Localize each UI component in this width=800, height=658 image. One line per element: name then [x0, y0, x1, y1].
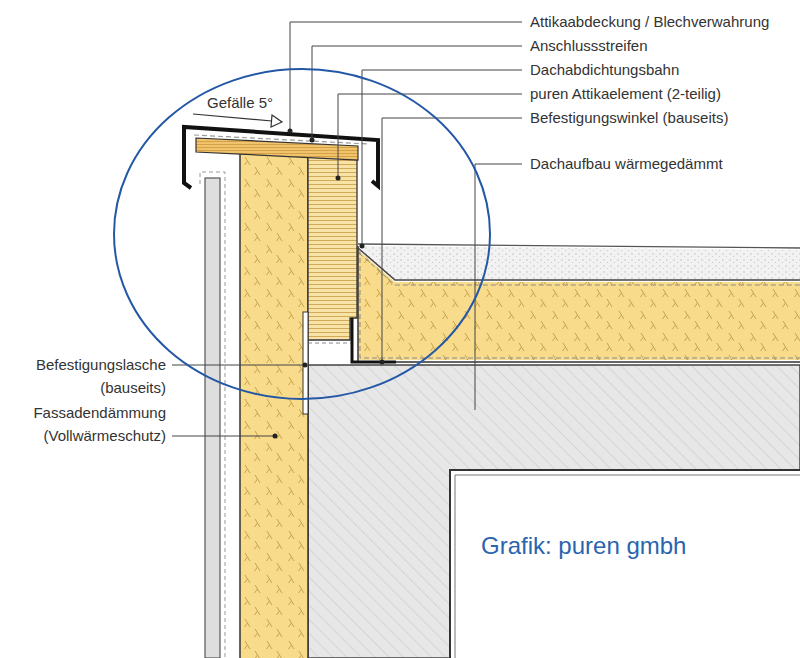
leader-line: [475, 164, 522, 410]
vapour-barrier-dashed: [360, 250, 800, 358]
slope-arrow: [193, 114, 272, 121]
fastening-angle: [352, 318, 396, 362]
slope-arrowhead: [271, 115, 282, 127]
concrete-slab: [308, 365, 800, 658]
attic-element: [308, 156, 357, 340]
leader-dot: [273, 434, 278, 439]
part-label: Dachaufbau wärmegedämmt: [530, 152, 795, 175]
leader-line: [382, 118, 522, 362]
insulation-outline: [240, 152, 308, 658]
part-label: Fassadendämmung (Vollwärmeschutz): [20, 401, 166, 447]
credit-text: Grafik: puren gmbh: [481, 531, 781, 561]
cladding-membrane: [200, 172, 225, 658]
leader-dot: [336, 176, 341, 181]
part-label: Anschlussstreifen: [530, 34, 795, 57]
roof-gravel: [358, 246, 800, 280]
membrane-dashed: [308, 343, 352, 344]
facade-cladding: [205, 178, 220, 658]
leader-line: [172, 436, 275, 437]
leader-dot: [310, 138, 315, 143]
roof-top-line: [358, 244, 800, 248]
leader-dot: [288, 129, 293, 134]
leader-dot: [360, 244, 365, 249]
part-label: Dachabdichtungsbahn: [530, 58, 795, 81]
part-label: Befestigungswinkel (bauseits): [530, 106, 795, 129]
room-outline: [455, 475, 800, 658]
highlight-ellipse: [114, 69, 490, 399]
vapour-barrier: [358, 246, 800, 362]
part-label: Gefälle 5°: [207, 91, 327, 114]
leader-dot: [303, 363, 308, 368]
metal-cover: [184, 127, 378, 188]
leader-line: [290, 22, 522, 131]
part-label: Befestigungslasche (bauseits): [20, 353, 166, 399]
part-label: Attikaabdeckung / Blechverwahrung: [530, 10, 795, 33]
room-outline: [450, 470, 800, 658]
wood-board: [196, 138, 358, 160]
leader-line: [172, 365, 305, 366]
leader-dot: [380, 360, 385, 365]
roof-membrane: [358, 248, 800, 280]
roof-membrane-dashed: [359, 253, 800, 285]
facade-insulation: [240, 152, 308, 658]
leader-line: [312, 46, 522, 140]
part-label: puren Attikaelement (2-teilig): [530, 82, 795, 105]
leader-dots: [273, 129, 385, 439]
leader-line: [362, 70, 522, 246]
leader-line: [338, 94, 522, 178]
